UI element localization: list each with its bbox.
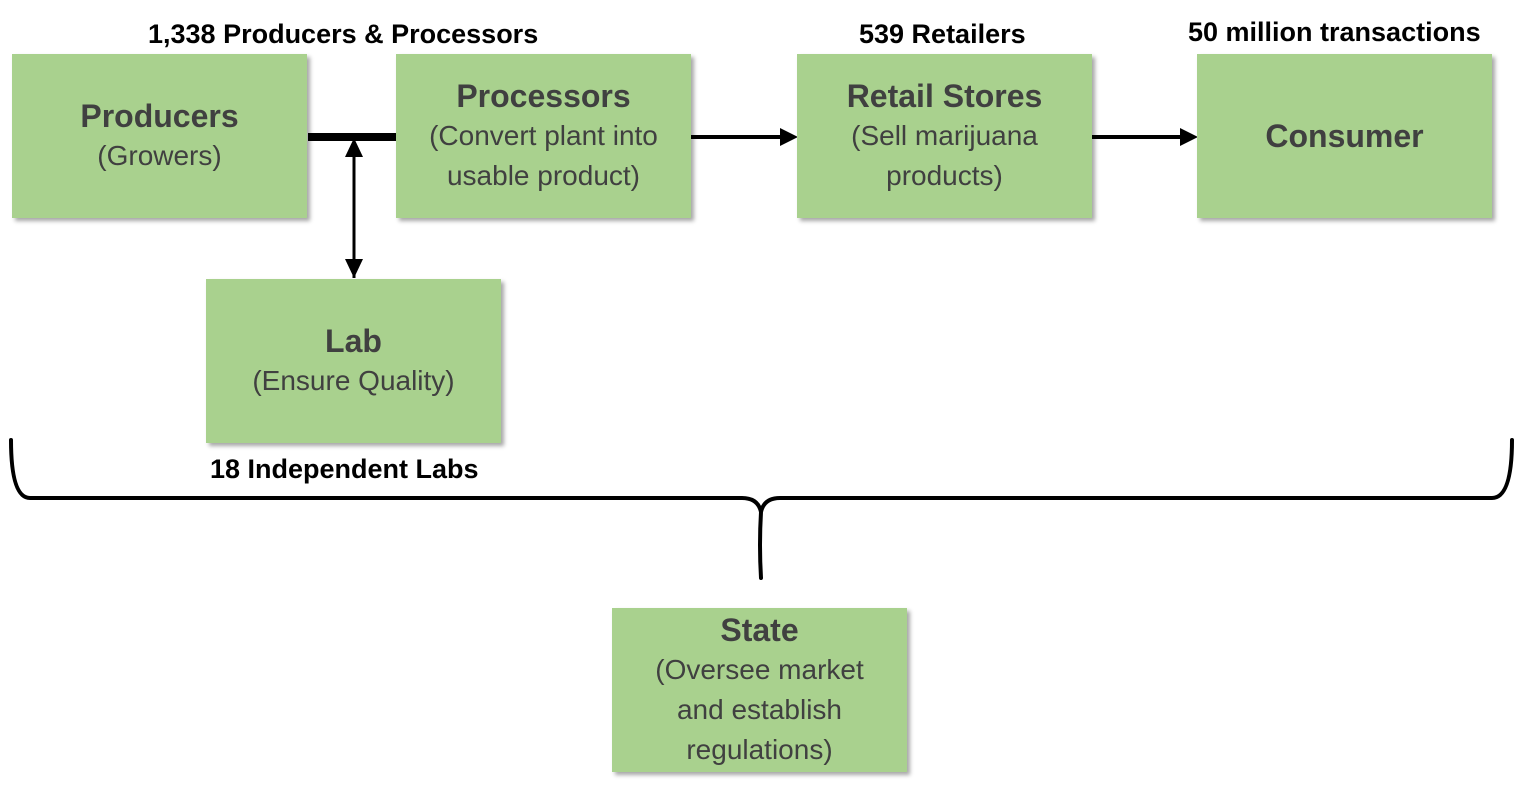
retail-stores-title: Retail Stores (846, 78, 1043, 114)
state-subtitle: (Oversee market and establish regulation… (655, 654, 864, 765)
state-box: State (Oversee market and establish regu… (612, 608, 907, 772)
lab-subtitle: (Ensure Quality) (252, 365, 455, 396)
consumer-arrowhead (1180, 128, 1198, 146)
retail-stores-subtitle: (Sell marijuana products) (851, 120, 1038, 191)
processors-subtitle: (Convert plant into usable product) (429, 120, 658, 191)
retailers-count: 539 Retailers (859, 19, 1026, 49)
state-brace (9, 438, 1514, 580)
lab-arrowhead-down (345, 259, 363, 278)
retail-stores-box: Retail Stores (Sell marijuana products) (797, 54, 1092, 218)
retail-arrowhead (780, 128, 798, 146)
lab-arrowhead-up (345, 138, 363, 157)
lab-box: Lab (Ensure Quality) (206, 279, 501, 443)
processors-box: Processors (Convert plant into usable pr… (396, 54, 691, 218)
producers-title: Producers (80, 98, 239, 134)
producers-subtitle: (Growers) (97, 140, 222, 171)
labs-count: 18 Independent Labs (210, 454, 479, 484)
lab-title: Lab (325, 323, 382, 359)
producers-processors-count: 1,338 Producers & Processors (148, 19, 539, 49)
consumer-box: Consumer (1197, 54, 1492, 218)
processors-title: Processors (456, 78, 631, 114)
consumer-title: Consumer (1265, 118, 1424, 154)
state-title: State (720, 612, 799, 648)
producers-box: Producers (Growers) (12, 54, 307, 218)
transactions-count: 50 million transactions (1188, 17, 1481, 47)
